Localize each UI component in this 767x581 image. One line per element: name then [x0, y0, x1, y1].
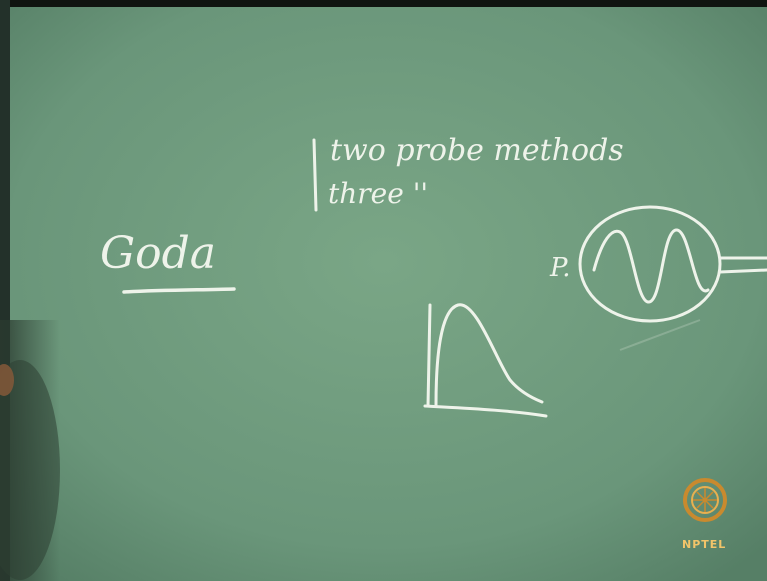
generator-connector — [718, 256, 767, 274]
chalk-smudge — [619, 319, 701, 351]
spectrum-y-axis — [426, 303, 432, 408]
board-left-frame — [0, 0, 10, 581]
p-label: P. — [549, 253, 571, 283]
spectrum-curve — [434, 303, 544, 407]
presenter-finger — [0, 364, 14, 396]
nptel-logo-icon — [683, 478, 727, 522]
bracket-line — [312, 138, 318, 212]
presenter-hand — [0, 360, 60, 580]
goda-underline — [122, 287, 236, 294]
spectrum-x-axis — [423, 404, 548, 418]
note-line-1: two probe methods — [330, 133, 624, 168]
note-line-2: three '' — [328, 177, 428, 210]
board-top-frame — [0, 0, 767, 7]
goda-word: Goda — [100, 228, 216, 279]
generator-circle — [578, 205, 722, 323]
sine-wave — [592, 228, 710, 304]
nptel-logo-text: NPTEL — [682, 538, 726, 551]
